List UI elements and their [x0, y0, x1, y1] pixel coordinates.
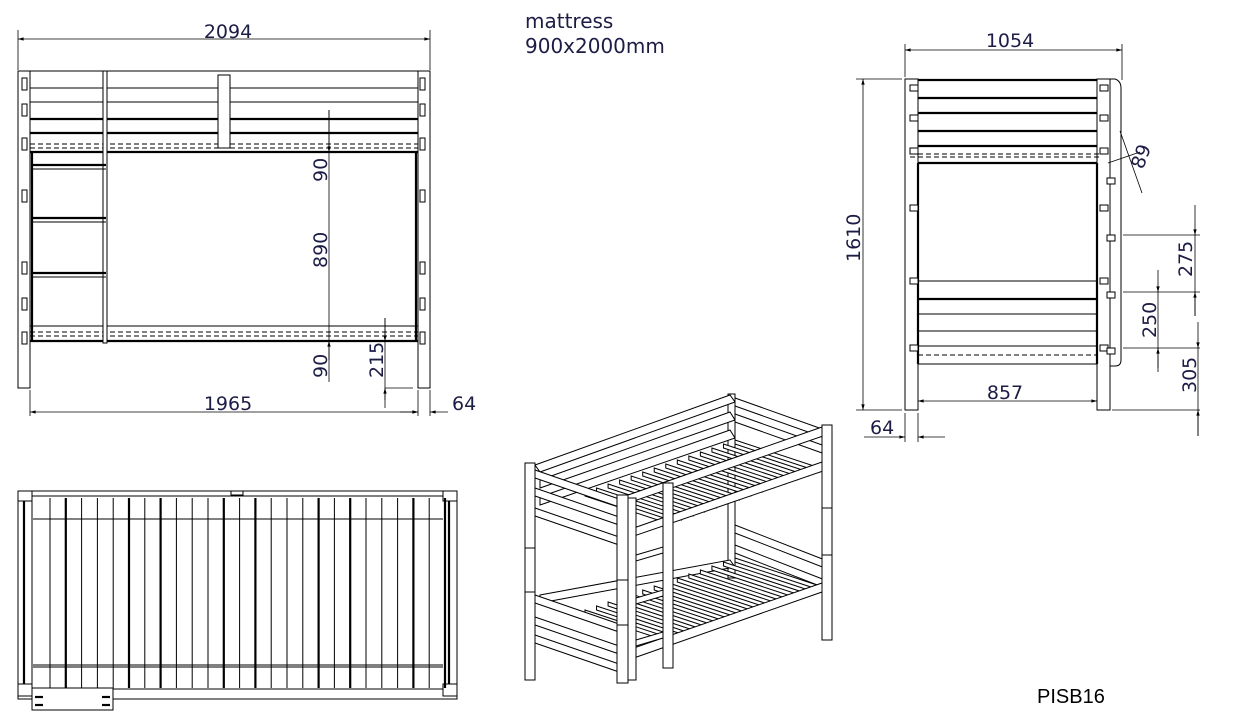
- dim-inner-length: 1965: [204, 393, 252, 415]
- bracket: [1099, 147, 1109, 155]
- bracket: [1099, 277, 1109, 285]
- mattress-size: 900x2000mm: [525, 34, 665, 58]
- dim-rail-offset: 89: [1127, 141, 1156, 171]
- ladder-hook-plate: [217, 74, 231, 149]
- bracket: [21, 297, 28, 311]
- top-ladder: [31, 687, 114, 711]
- top-view: [17, 490, 458, 711]
- bracket: [419, 297, 426, 311]
- bracket: [909, 277, 919, 285]
- bracket: [1099, 84, 1109, 92]
- mattress-note: mattress 900x2000mm: [525, 9, 665, 59]
- iso-post-front: [616, 494, 629, 684]
- bracket: [21, 137, 28, 151]
- ladder-rail: [102, 70, 108, 344]
- bracket: [21, 77, 28, 91]
- side-right-post: [1096, 78, 1111, 411]
- dim-rail-spacing-lower: 250: [1139, 302, 1161, 338]
- bracket: [1106, 177, 1116, 185]
- dim-bunk-spacing: 890: [310, 232, 332, 268]
- front-view: 2094 1965 64 90 890 90 215: [17, 21, 476, 416]
- bracket: [1106, 347, 1116, 355]
- bracket: [419, 261, 426, 275]
- side-left-post: [904, 78, 919, 411]
- ladder-side-profile: [1110, 78, 1122, 367]
- bracket: [1099, 204, 1109, 212]
- bracket: [21, 103, 28, 117]
- bracket: [909, 114, 919, 122]
- iso-ladder-rail-left: [627, 497, 637, 681]
- dim-rail-spacing-upper: 275: [1175, 241, 1197, 277]
- model-code: PISB16: [1037, 686, 1105, 708]
- bracket: [419, 331, 426, 345]
- iso-post-left: [524, 462, 536, 681]
- bracket: [21, 189, 28, 203]
- bracket: [419, 77, 426, 91]
- bracket: [1106, 291, 1116, 299]
- dim-inner-width: 857: [987, 382, 1023, 404]
- bracket: [909, 147, 919, 155]
- isometric-view: [524, 393, 833, 684]
- dim-overall-width: 1054: [986, 30, 1034, 52]
- bracket: [1106, 234, 1116, 242]
- bracket: [909, 84, 919, 92]
- dim-bottom-rail-height: 305: [1179, 357, 1201, 393]
- dim-top-gap: 90: [310, 158, 332, 182]
- bracket: [909, 204, 919, 212]
- bracket: [909, 344, 919, 352]
- iso-ladder-rail-right: [662, 482, 674, 669]
- dim-overall-height: 1610: [843, 214, 865, 262]
- bracket: [419, 137, 426, 151]
- dim-post-width: 64: [452, 393, 476, 415]
- side-view: 1054 1610 857 64 89 275 250 305: [843, 30, 1201, 442]
- iso-post-back-right: [821, 424, 833, 641]
- dim-side-post-width: 64: [870, 417, 894, 439]
- bracket: [21, 331, 28, 345]
- mattress-label: mattress: [525, 9, 614, 33]
- dim-overall-length: 2094: [204, 21, 252, 43]
- bracket: [419, 103, 426, 117]
- bracket: [419, 189, 426, 203]
- dim-bottom-gap: 90: [310, 354, 332, 378]
- dim-floor-clearance: 215: [366, 342, 388, 378]
- bracket: [21, 261, 28, 275]
- bracket: [1099, 114, 1109, 122]
